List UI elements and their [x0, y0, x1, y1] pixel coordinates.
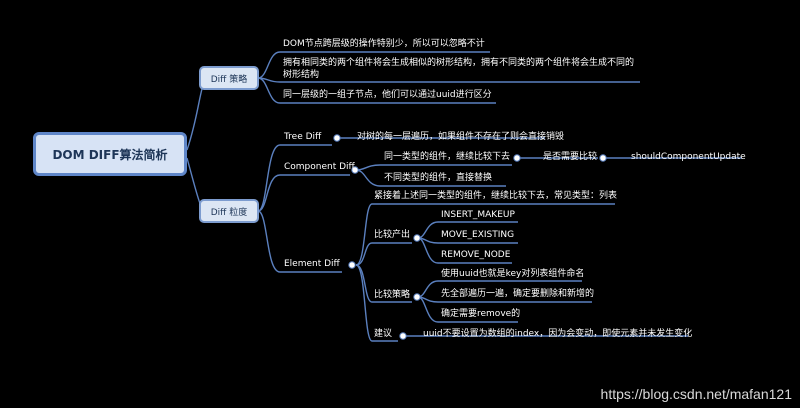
collapse-dot-component: [351, 166, 359, 174]
node-compare-output[interactable]: 比较产出: [374, 230, 411, 240]
diff-strategy-label: Diff 策略: [210, 74, 248, 85]
advice-text[interactable]: uuid不要设置为数组的index，因为会变动，即使元素并未发生变化: [423, 329, 693, 339]
collapse-dot-output: [413, 234, 421, 242]
edge-elem-intro: [355, 203, 615, 266]
edge-strategy-item1: [257, 51, 490, 79]
collapse-dot-advice: [399, 332, 407, 340]
element-intro[interactable]: 紧接着上述同一类型的组件，继续比较下去，常见类型：列表: [374, 191, 618, 201]
component-need-compare[interactable]: 是否需要比较: [543, 152, 598, 162]
diff-granularity-label: Diff 粒度: [210, 207, 248, 218]
component-different-type[interactable]: 不同类型的组件，直接替换: [384, 173, 493, 183]
strategy-item-1[interactable]: DOM节点跨层级的操作特别少，所以可以忽略不计: [283, 39, 485, 49]
edge-gran-component: [257, 174, 350, 212]
component-same-type[interactable]: 同一类型的组件，继续比较下去: [384, 152, 511, 162]
node-compare-strategy[interactable]: 比较策略: [374, 290, 411, 300]
strategy-use-key[interactable]: 使用uuid也就是key对列表组件命名: [441, 269, 585, 279]
edge-comp-different: [355, 169, 506, 187]
node-diff-granularity[interactable]: Diff 粒度: [199, 199, 259, 223]
collapse-dot-need: [599, 154, 607, 162]
collapse-dot-element: [348, 261, 356, 269]
tree-diff-desc[interactable]: 对树的每一层遍历，如果组件不存在了则会直接销毁: [357, 132, 565, 142]
edge-elem-output: [355, 242, 412, 266]
strategy-item-3[interactable]: 同一层级的一组子节点，他们可以通过uuid进行区分: [283, 90, 492, 100]
collapse-dot-same: [513, 154, 521, 162]
strategy-item-2[interactable]: 拥有相同类的两个组件将会生成相似的树形结构，拥有不同类的两个组件将会生成不同的树…: [283, 58, 635, 80]
node-tree-diff[interactable]: Tree Diff: [284, 132, 322, 142]
output-move-existing[interactable]: MOVE_EXISTING: [441, 230, 515, 240]
edge-strategy-item3: [257, 77, 496, 104]
node-diff-strategy[interactable]: Diff 策略: [199, 66, 259, 90]
collapse-dot-tree: [333, 134, 341, 142]
edge-elem-advice: [355, 264, 398, 342]
component-should-update[interactable]: shouldComponentUpdate: [631, 152, 746, 162]
node-element-diff[interactable]: Element Diff: [284, 259, 340, 269]
edge-gran-element: [257, 210, 342, 273]
edge-comp-same: [355, 164, 512, 171]
root-label: DOM DIFF算法简析: [52, 147, 168, 162]
edge-gran-tree: [257, 144, 332, 212]
strategy-confirm-remove[interactable]: 确定需要remove的: [441, 309, 521, 319]
collapse-dot-strategy: [413, 293, 421, 301]
node-component-diff[interactable]: Component Diff: [284, 162, 355, 172]
output-remove-node[interactable]: REMOVE_NODE: [441, 250, 511, 260]
node-advice[interactable]: 建议: [374, 329, 393, 339]
watermark-url: https://blog.csdn.net/mafan121: [600, 386, 792, 402]
root-node[interactable]: DOM DIFF算法简析: [33, 132, 187, 176]
output-insert-makeup[interactable]: INSERT_MAKEUP: [441, 210, 515, 220]
strategy-traverse-all[interactable]: 先全部遍历一遍，确定要删除和新增的: [441, 289, 595, 299]
